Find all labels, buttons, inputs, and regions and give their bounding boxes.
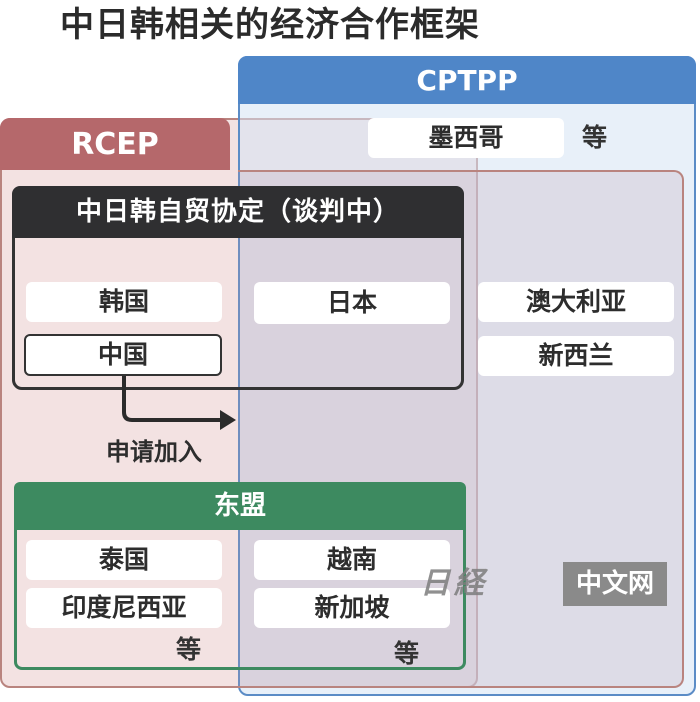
member-thailand: 泰国	[26, 540, 222, 580]
asean-etc-right-label: 等	[394, 639, 420, 668]
member-korea: 韩国	[26, 282, 222, 322]
member-indonesia: 印度尼西亚	[26, 588, 222, 628]
asean-etc-left-label: 等	[176, 635, 202, 664]
cptpp-etc-label: 等	[582, 123, 608, 152]
nikkei-logo-watermark: 日経	[420, 566, 488, 601]
member-vietnam: 越南	[254, 540, 450, 580]
cptpp-header: CPTPP	[238, 56, 696, 104]
rcep-header: RCEP	[0, 118, 230, 170]
member-japan: 日本	[254, 282, 450, 324]
member-new-zealand: 新西兰	[478, 336, 674, 376]
apply-join-label: 申请加入	[106, 438, 202, 466]
apply-arrow-icon	[122, 376, 236, 430]
chinese-site-watermark: 中文网	[563, 562, 667, 606]
member-singapore: 新加坡	[254, 588, 450, 628]
asean-header: 东盟	[14, 482, 466, 530]
member-australia: 澳大利亚	[478, 282, 674, 322]
cjk-fta-header: 中日韩自贸协定（谈判中）	[12, 186, 464, 238]
member-mexico: 墨西哥	[368, 118, 564, 158]
diagram-title: 中日韩相关的经济合作框架	[60, 5, 480, 45]
member-china: 中国	[24, 334, 222, 376]
